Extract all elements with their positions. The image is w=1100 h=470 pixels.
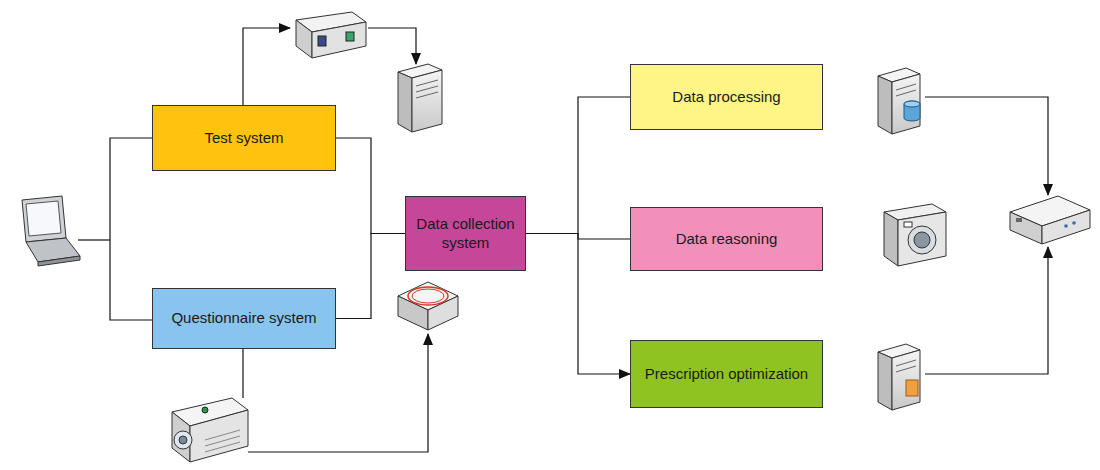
- connector: [336, 234, 405, 319]
- process-box: Prescription optimization: [630, 340, 823, 408]
- wire: [243, 28, 1048, 452]
- process-box: Data collection system: [405, 196, 526, 271]
- box-label: Prescription optimization: [645, 365, 808, 384]
- box-label: Questionnaire system: [171, 309, 316, 328]
- projector-icon: [172, 398, 248, 462]
- connector: [526, 234, 630, 375]
- box-label: Test system: [204, 129, 283, 148]
- process-box: Data reasoning: [630, 207, 823, 271]
- router-icon: [1010, 196, 1090, 244]
- server-icon: [398, 64, 442, 132]
- connector: [336, 138, 405, 234]
- camera-icon: [884, 204, 946, 266]
- server-icon: [878, 344, 920, 410]
- box-label: Data reasoning: [676, 230, 778, 249]
- hub-icon: [398, 282, 458, 330]
- process-box: Test system: [152, 105, 336, 171]
- box-label: Data collection system: [413, 215, 518, 253]
- database-server-icon: [878, 68, 920, 134]
- wire: [78, 138, 152, 320]
- laptop-icon: [22, 196, 80, 266]
- connector: [526, 97, 630, 234]
- process-box: Questionnaire system: [152, 288, 336, 349]
- process-box: Data processing: [630, 64, 823, 130]
- box-label: Data processing: [672, 88, 780, 107]
- projector-icon: [296, 12, 366, 58]
